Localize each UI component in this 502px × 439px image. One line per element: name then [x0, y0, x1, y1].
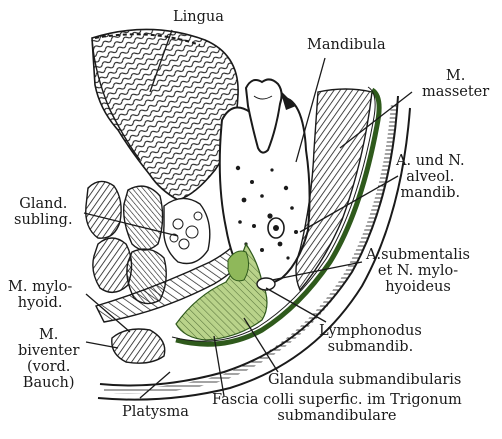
tongue-region — [92, 29, 238, 200]
label-lingua: Lingua — [173, 9, 224, 25]
label-glandula-submandibularis: Glandula submandibularis — [268, 372, 461, 388]
label-platysma: Platysma — [122, 404, 189, 420]
sublingual-gland — [164, 198, 210, 263]
label-masseter: M. masseter — [422, 68, 489, 100]
label-mandibula: Mandibula — [307, 37, 386, 53]
label-mylohyoid: M. mylo- hyoid. — [8, 279, 72, 311]
label-gland-subling: Gland. subling. — [14, 196, 73, 228]
biventer-muscle — [112, 329, 165, 363]
label-fascia-colli: Fascia colli superfic. im Trigonum subma… — [212, 392, 462, 424]
label-submentalis: A.submentalis et N. mylo- hyoideus — [366, 247, 470, 295]
label-alveolar-nerve: A. und N. alveol. mandib. — [396, 153, 465, 201]
label-lymphonodus: Lymphonodus submandib. — [319, 323, 422, 355]
label-biventer: M. biventer (vord. Bauch) — [18, 327, 79, 391]
